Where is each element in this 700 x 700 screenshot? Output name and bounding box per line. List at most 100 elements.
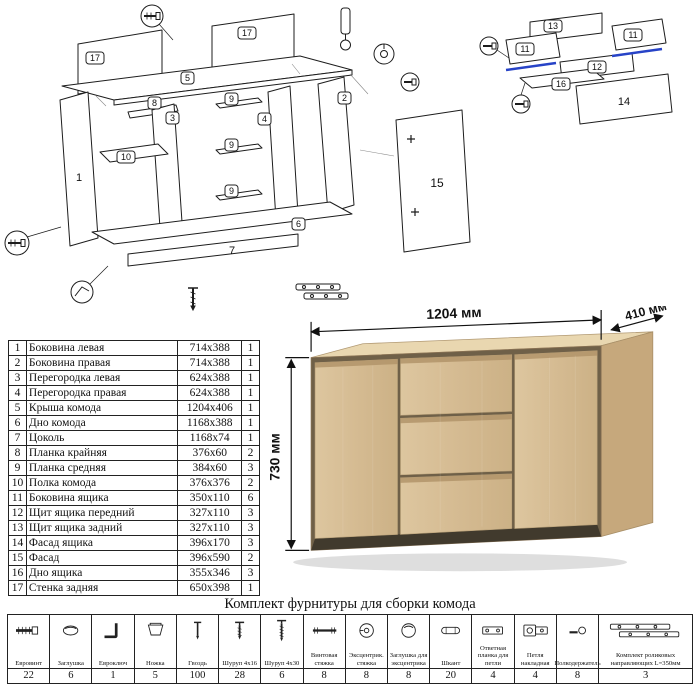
part-size-cell: 355x346 [178,566,243,581]
part-size-cell: 327x110 [178,506,243,521]
damper-icon [340,7,351,35]
part-size-cell: 624x388 [178,371,243,386]
hardware-polkoderzhatel: Полкодержатель 8 [554,614,601,685]
part-label: 9 [229,94,234,104]
parts-table-row: 4 Перегородка правая 624x388 1 [9,386,260,401]
width-dimension-label: 1204 мм [426,306,482,322]
part-number-cell: 8 [9,446,27,461]
part-name-cell: Стенка задняя [26,581,179,596]
part-size-cell: 1168x74 [178,431,243,446]
part-name-cell: Дно ящика [26,566,179,581]
part-label: 3 [170,113,175,123]
part-qty-cell: 1 [242,386,260,401]
hardware-gvozd: Гвоздь 100 [176,614,220,685]
hardware-qty: 20 [430,668,472,683]
hardware-napravlyayushchie: Комплект роликовых направляющих L=350мм … [599,614,694,685]
part-name-cell: Планка средняя [26,461,179,476]
part-number-cell: 7 [9,431,27,446]
hardware-shkant: Шкант 20 [430,614,473,685]
part-size-cell: 1168x388 [178,416,243,431]
part-size-cell: 714x388 [178,341,243,356]
part-qty-cell: 2 [242,476,260,491]
part-qty-cell: 3 [242,536,260,551]
part-name-cell: Щит ящика задний [26,521,179,536]
part-number-cell: 16 [9,566,27,581]
hardware-eurokey: Евроключ 1 [92,614,135,685]
part-qty-cell: 3 [242,566,260,581]
parts-table-row: 2 Боковина правая 714x388 1 [9,356,260,371]
drawer-1 [400,354,513,416]
hardware-label: Полкодержатель [554,659,601,667]
part-label: 8 [152,98,157,108]
hardware-qty: 1 [92,668,134,683]
part-qty-cell: 3 [242,461,260,476]
part-label: 7 [229,245,235,257]
hardware-qty: 6 [50,668,92,683]
part-size-cell: 396x590 [178,551,243,566]
part-qty-cell: 3 [242,506,260,521]
part-size-cell: 1204x406 [178,401,243,416]
part-size-cell: 327x110 [178,521,243,536]
floor-shadow [293,553,627,572]
hardware-qty: 22 [8,668,50,683]
hardware-otvetnaya-planka: Ответная планка для петли 4 [472,614,515,685]
hardware-petlya: Петля накладная 4 [514,614,557,685]
hardware-nozhka: Ножка 5 [134,614,177,685]
part-size-cell: 396x170 [178,536,243,551]
hardware-table: Евровинт 22 Заглушка 6 Евроключ 1 Ножка … [7,614,694,685]
part-number-cell: 15 [9,551,27,566]
part-number-cell: 17 [9,581,27,596]
hardware-zaglushka: Заглушка 6 [50,614,93,685]
diagram-part-labels: 17 17 5 8 3 10 1 9 9 9 4 2 6 7 15 13 11 … [76,19,643,257]
part-size-cell: 384x60 [178,461,243,476]
parts-table-row: 8 Планка крайняя 376x60 2 [9,446,260,461]
part-qty-cell: 3 [242,521,260,536]
hardware-label: Шуруп 4x30 [264,659,300,667]
hardware-label: Ножка [146,659,165,667]
part-name-cell: Боковина правая [26,356,179,371]
drawer-3 [400,473,513,535]
part-qty-cell: 6 [242,491,260,506]
part-number-cell: 11 [9,491,27,506]
hardware-qty: 5 [134,668,176,683]
part-size-cell: 350x110 [178,491,243,506]
parts-table-row: 7 Цоколь 1168x74 1 [9,431,260,446]
hardware-qty: 8 [345,668,387,683]
hardware-label: Гвоздь [188,659,207,667]
part-number-cell: 14 [9,536,27,551]
hardware-qty: 28 [219,668,261,683]
part-number-cell: 2 [9,356,27,371]
dimension-lines [285,309,664,551]
hardware-qty: 6 [261,668,303,683]
part-label: 11 [628,30,637,40]
part-label: 12 [592,62,602,72]
hardware-shurup-4x16: Шуруп 4x16 28 [219,614,262,685]
part-label: 17 [90,53,100,63]
part-name-cell: Боковина левая [26,341,179,356]
left-door [314,358,398,539]
part-name-cell: Фасад ящика [26,536,179,551]
drawer-2 [400,413,513,476]
part-name-cell: Щит ящика передний [26,506,179,521]
part-label: 9 [229,140,234,150]
hardware-eurovint: Евровинт 22 [7,614,51,685]
parts-table-row: 10 Полка комода 376x376 2 [9,476,260,491]
part-size-cell: 376x376 [178,476,243,491]
nail-icon [177,615,218,645]
part-size-cell: 650x398 [178,581,243,596]
part-label: 17 [242,28,252,38]
part-label: 6 [296,219,301,229]
hardware-qty: 4 [472,668,514,683]
exploded-carcass [59,13,471,267]
hardware-label: Винтовая стяжка [310,652,338,667]
part-label: 11 [520,44,529,54]
parts-table-row: 11 Боковина ящика 350x110 6 [9,491,260,506]
parts-table-row: 9 Планка средняя 384x60 3 [9,461,260,476]
hardware-qty: 100 [176,668,219,683]
parts-table: 1 Боковина левая 714x388 1 2 Боковина пр… [8,340,260,596]
part-number-cell: 6 [9,416,27,431]
part-qty-cell: 1 [242,371,260,386]
hardware-callouts [4,4,531,312]
assembly-diagram: 17 17 5 8 3 10 1 9 9 9 4 2 6 7 15 13 11 … [4,4,673,312]
hardware-shurup-4x30: Шуруп 4x30 6 [261,614,304,685]
